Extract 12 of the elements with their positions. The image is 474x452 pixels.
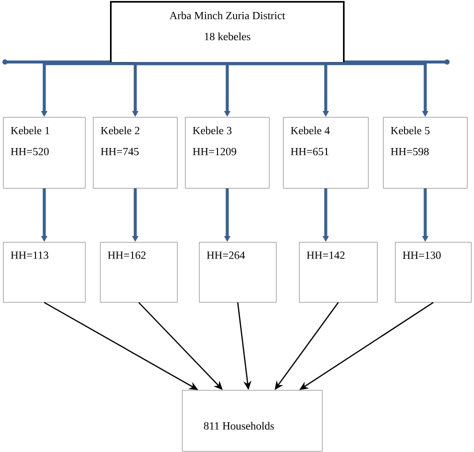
- district-box: Arba Minch Zuria District 18 kebeles: [110, 1, 345, 64]
- sample-box: HH=113: [3, 242, 86, 302]
- sample-box: HH=142: [299, 242, 378, 302]
- total-box: 811 Households: [182, 390, 322, 452]
- sample-box: HH=130: [395, 242, 472, 302]
- kebele-box: Kebele 4 HH=651: [283, 117, 368, 188]
- kebele-box: Kebele 2 HH=745: [93, 117, 178, 188]
- kebele-box: Kebele 5 HH=598: [383, 117, 468, 188]
- sample-box: HH=264: [199, 242, 276, 302]
- sample-box: HH=162: [100, 242, 178, 302]
- kebele-box: Kebele 3 HH=1209: [185, 117, 270, 188]
- kebele-box: Kebele 1 HH=520: [3, 117, 86, 188]
